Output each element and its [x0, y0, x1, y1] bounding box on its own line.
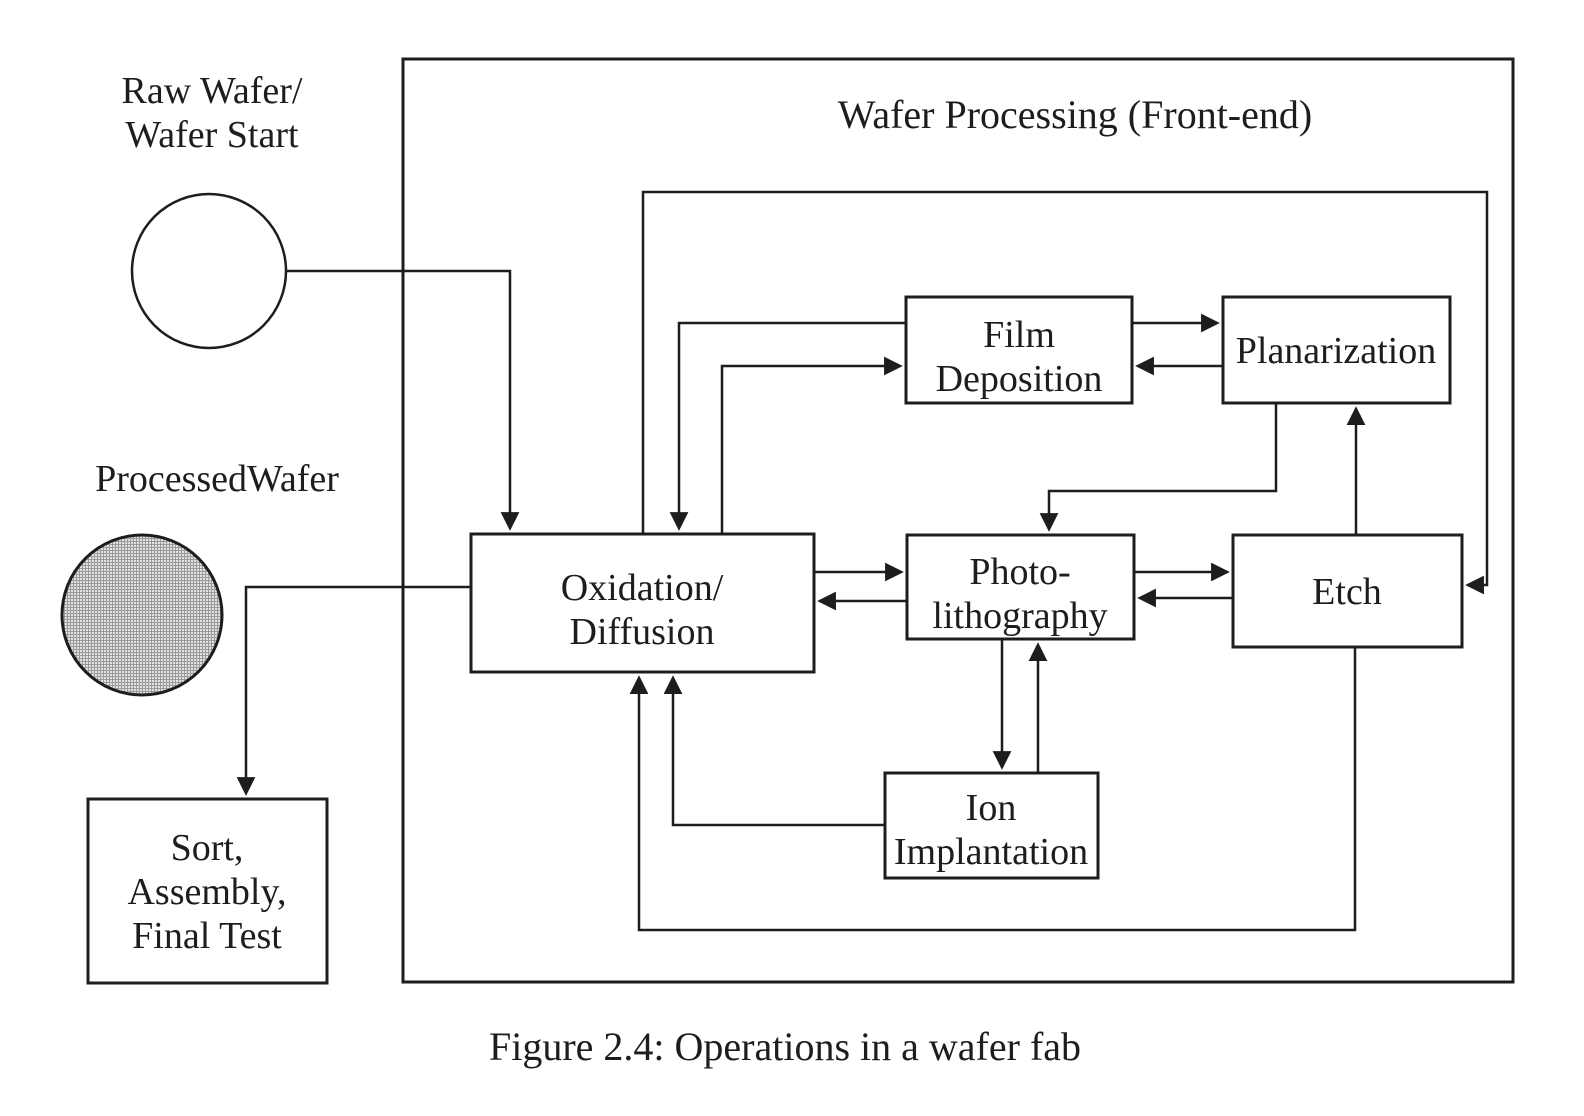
- processed-wafer-label: ProcessedWafer: [95, 458, 339, 500]
- edge-planarization-to-photolithography: [1039, 403, 1278, 532]
- planarization-box: [1221, 295, 1452, 405]
- raw-wafer-label-line-2: Wafer Start: [125, 114, 299, 156]
- processed-wafer-circle: [60, 533, 224, 697]
- edge-ion-implantation-to-oxidation: [663, 675, 885, 827]
- ion-implantation-label-line-2: Implantation: [894, 831, 1088, 873]
- sort-assembly-final-test-node: Sort, Assembly, Final Test: [86, 797, 329, 985]
- photolithography-box: [905, 533, 1136, 641]
- processed-wafer-node: ProcessedWafer: [60, 458, 339, 697]
- raw-wafer-circle: [130, 192, 288, 350]
- edge-film-deposition-to-oxidation: [669, 321, 906, 531]
- edge-oxidation-to-sort: [236, 585, 471, 796]
- figure-caption: Figure 2.4: Operations in a wafer fab: [489, 1024, 1081, 1069]
- photolithography-label-line-1: Photo-: [969, 551, 1070, 593]
- ion-implantation-box: [883, 771, 1100, 880]
- sort-assembly-final-test-box: [86, 797, 329, 985]
- ion-implantation-label-line-1: Ion: [966, 787, 1017, 829]
- film-deposition-node: Film Deposition: [904, 295, 1134, 405]
- etch-node: Etch: [1231, 533, 1464, 649]
- raw-wafer-label-line-1: Raw Wafer/: [122, 70, 303, 112]
- oxidation-diffusion-box: [469, 532, 816, 674]
- wafer-processing-region-title: Wafer Processing (Front-end): [838, 92, 1312, 137]
- film-deposition-label-line-2: Deposition: [936, 358, 1103, 400]
- etch-label: Etch: [1312, 571, 1382, 613]
- wafer-processing-region-box: [401, 57, 1515, 984]
- photolithography-label-line-2: lithography: [932, 595, 1107, 637]
- film-deposition-box: [904, 295, 1134, 405]
- planarization-label: Planarization: [1236, 330, 1436, 372]
- photolithography-node: Photo- lithography: [905, 533, 1136, 641]
- film-deposition-label-line-1: Film: [983, 314, 1055, 356]
- sort-label-line-3: Final Test: [132, 915, 282, 957]
- edge-oxidation-to-etch-top-loop: [641, 190, 1489, 595]
- raw-wafer-node: Raw Wafer/ Wafer Start: [122, 70, 303, 350]
- ion-implantation-node: Ion Implantation: [883, 771, 1100, 880]
- oxidation-diffusion-label-line-1: Oxidation/: [561, 567, 724, 609]
- sort-label-line-2: Assembly,: [127, 871, 286, 913]
- edge-oxidation-to-film-deposition: [720, 356, 903, 534]
- oxidation-diffusion-label-line-2: Diffusion: [570, 611, 715, 653]
- edge-raw-wafer-to-oxidation: [285, 269, 520, 531]
- etch-box: [1231, 533, 1464, 649]
- sort-label-line-1: Sort,: [171, 827, 244, 869]
- planarization-node: Planarization: [1221, 295, 1452, 405]
- oxidation-diffusion-node: Oxidation/ Diffusion: [469, 532, 816, 674]
- edge-etch-to-oxidation-bottom-loop: [629, 647, 1357, 932]
